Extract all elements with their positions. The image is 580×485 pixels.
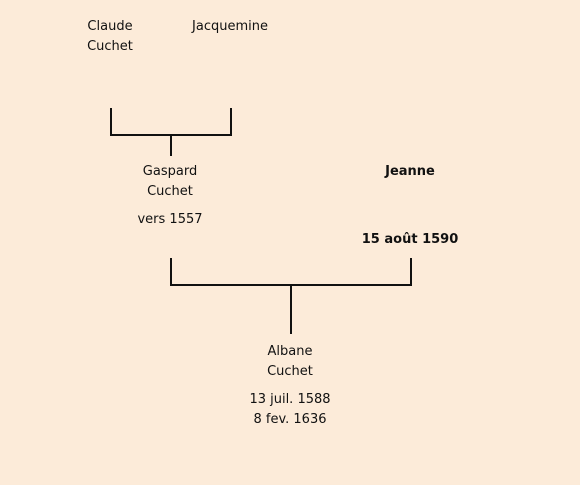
person-first-name: Claude [87, 19, 133, 34]
person-first-name: Albane [267, 344, 313, 359]
person-last-name: Cuchet [87, 39, 133, 54]
person-date: 15 août 1590 [361, 232, 459, 247]
connector-left-drop [110, 108, 112, 136]
person-last-name: Cuchet [267, 364, 313, 379]
person-birth-date: 13 juil. 1588 [249, 392, 331, 407]
person-jacquemine[interactable]: Jacquemine [180, 17, 280, 37]
person-albane-cuchet[interactable]: Albane Cuchet 13 juil. 1588 8 fev. 1636 [230, 342, 350, 430]
person-jeanne[interactable]: Jeanne 15 août 1590 [350, 162, 470, 250]
person-last-name: Cuchet [147, 184, 193, 199]
connector-child-stem [170, 134, 172, 156]
person-first-name: Gaspard [142, 164, 198, 179]
connector-right-drop [230, 108, 232, 136]
person-date: vers 1557 [137, 212, 203, 227]
connector-child-stem [290, 284, 292, 334]
person-first-name: Jacquemine [192, 19, 268, 34]
person-gaspard-cuchet[interactable]: Gaspard Cuchet vers 1557 [120, 162, 220, 230]
connector-left-drop [170, 258, 172, 286]
person-death-date: 8 fev. 1636 [253, 412, 327, 427]
person-claude-cuchet[interactable]: Claude Cuchet [70, 17, 150, 57]
person-first-name: Jeanne [385, 164, 435, 179]
connector-right-drop [410, 258, 412, 286]
